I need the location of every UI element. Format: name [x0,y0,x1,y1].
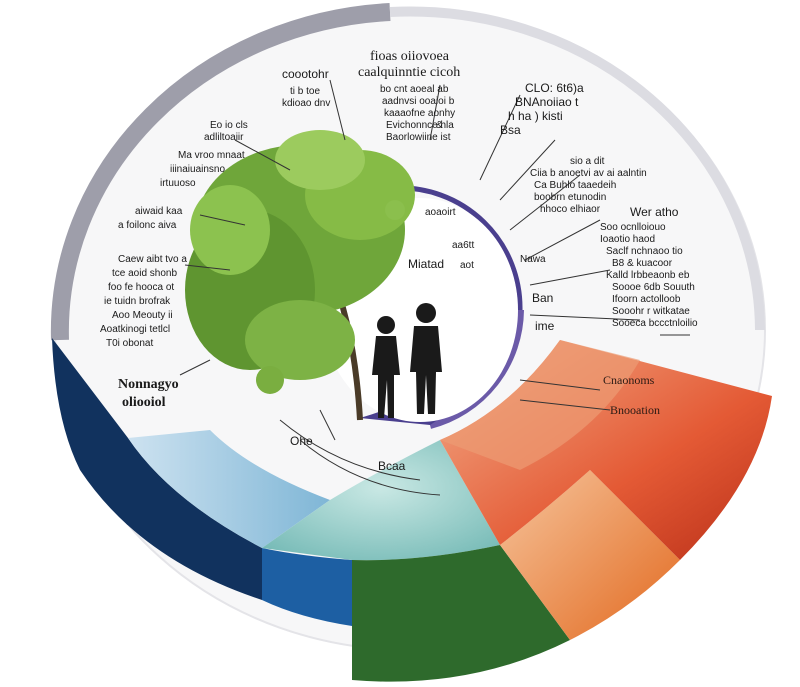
label: B8 & kuacoor [612,258,673,269]
label: Cnaonoms [603,373,655,387]
label: adliltoaiir [204,132,244,143]
band-blue [262,548,352,626]
label: boobrn etunodin [534,192,606,203]
label-block-left: aiwaid kaa a foilonc aiva [118,206,183,231]
label: Nawa [520,254,546,265]
label: ti b toe [290,86,320,97]
label: Ifoorn actolloob [612,294,681,305]
label-block-orange-band: Cnaonoms Bnooation [603,373,660,417]
label: Eo io cls [210,120,248,131]
band-salmon-inner [440,340,640,470]
label: Bcaa [378,459,406,473]
label: kdioao dnv [282,98,330,109]
title-block: fioas oiiovoea caalquinntie cicoh [358,49,460,80]
label: kaaaofne aonhy [384,108,455,119]
label-block-left-lower: Caew aibt tvo a tce aoid shonb foo fe ho… [100,254,187,349]
label: a foilonc aiva [118,220,177,231]
label: aadnvsi ooaioi b [382,96,455,107]
label: Wer atho [630,205,679,219]
label: aiwaid kaa [135,206,183,217]
label: & [436,120,443,131]
label: iiinaiuainsno [170,164,225,175]
label: oliooiol [122,395,166,410]
label: Ma vroo mnaat [178,150,245,161]
band-orange [500,470,680,640]
label: CLO: 6t6)a [525,81,584,95]
label: foo fe hooca ot [108,282,174,293]
label: Ban [532,291,553,305]
label: tce aoid shonb [112,268,177,279]
label: irtuuoso [160,178,196,189]
diagram-title-line-2: caalquinntie cicoh [358,65,460,80]
label: aot [460,260,474,271]
top-left-label: coootohr [282,67,329,81]
label-block-upper-right: CLO: 6t6)a BNAnoiiao t h ha ) kisti Bsa [500,81,584,137]
outer-ring-arc [50,3,391,341]
label: aoaoirt [425,207,456,218]
label: Ohe [290,434,313,448]
label: Saclf nchnaoo tio [606,246,683,257]
label-block-right-mid: Wer atho Soo ocnlloiouo Ioaotio haod Sac… [600,205,698,329]
label-block-left-bottom: Nonnagyo oliooiol [118,377,179,410]
label: Ioaotio haod [600,234,655,245]
label: Ciia b anoetvi av ai aalntin [530,168,647,179]
label: Nonnagyo [118,377,179,392]
label: Baorlowiine ist [386,132,451,143]
person-icon [410,303,442,414]
inner-ring-arc [394,185,523,311]
diagram-title-line-1: fioas oiiovoea [370,49,450,64]
label: Aoo Meouty ii [112,310,173,321]
label: Soooe 6db Souuth [612,282,695,293]
label: ime [535,319,555,333]
inner-ring-arc-lower [428,309,524,429]
label: Sooohr r witkatae [612,306,690,317]
band-green [352,545,570,682]
label-block-inner-ring: aoaoirt aa6tt Miatad aot Nawa Ban ime [408,207,555,333]
label: Bsa [500,123,521,137]
label: Sooeca bccctnloilio [612,318,698,329]
label: aa6tt [452,240,474,251]
label: Evichonnce hla [386,120,454,131]
label-block-top-left: ti b toe kdioao dnv Eo io cls adliltoaii… [160,86,330,189]
label: h ha ) kisti [508,109,563,123]
band-teal [262,440,500,561]
leader-lines [179,79,690,496]
label: bo cnt aoeal ab [380,84,449,95]
label: BNAnoiiao t [515,95,579,109]
label: Bnooation [610,403,660,417]
label-block-top-center: bo cnt aoeal ab aadnvsi ooaioi b kaaaofn… [380,84,455,143]
label: hhoco elhiaor [540,204,601,215]
band-blue-light [128,430,330,548]
label: T0i obonat [106,338,153,349]
label: Kalld lrbbeaonb eb [606,270,690,281]
label: Miatad [408,257,444,271]
label: Aoatkinogi tetlcl [100,324,170,335]
label: Soo ocnlloiouo [600,222,666,233]
label: sio a dit [570,156,605,167]
label: Ca Buhlo taaedeih [534,180,616,191]
tree-icon [185,130,415,421]
label-block-lower-band: Bcaa Ohe [290,434,406,473]
label-block-right-upper: sio a dit Ciia b anoetvi av ai aalntin C… [530,156,647,215]
label: ie tuidn brofrak [104,296,171,307]
band-navy [52,338,262,600]
person-icon [372,316,400,418]
outer-ring-arc-right [389,6,765,331]
label: Caew aibt tvo a [118,254,187,265]
